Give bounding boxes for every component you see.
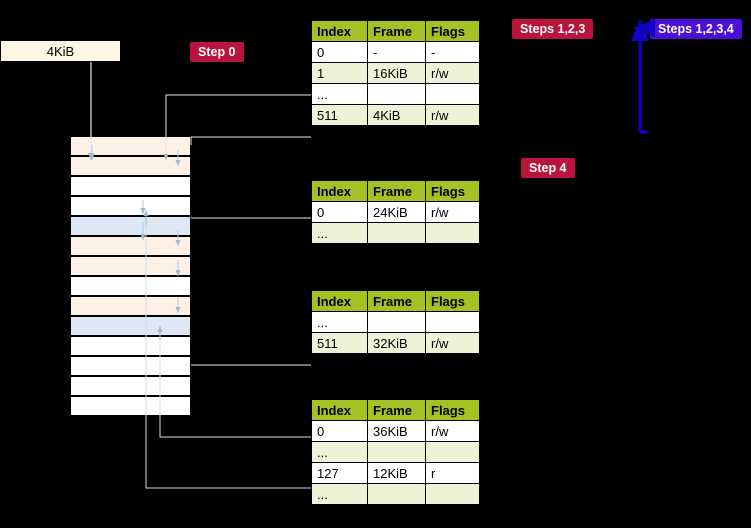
table-cell: 1 xyxy=(311,62,368,84)
memory-row xyxy=(70,136,191,156)
memory-row xyxy=(70,156,191,176)
table-cell: ... xyxy=(311,222,368,244)
memory-row xyxy=(70,296,191,316)
table-row: ... xyxy=(311,311,480,333)
column-header: Frame xyxy=(367,20,426,42)
label-steps-1234: Steps 1,2,3,4 xyxy=(650,19,742,39)
table-cell: 0 xyxy=(311,201,368,223)
table-cell: r/w xyxy=(425,104,480,126)
table-cell xyxy=(425,483,480,505)
table-cell: 4KiB xyxy=(367,104,426,126)
table-cell: 127 xyxy=(311,462,368,484)
column-header: Frame xyxy=(367,180,426,202)
table-cell: 0 xyxy=(311,420,368,442)
memory-row xyxy=(70,356,191,376)
column-header: Frame xyxy=(367,399,426,421)
label-step-4: Step 4 xyxy=(521,158,575,178)
memory-row xyxy=(70,336,191,356)
table-cell: ... xyxy=(311,83,368,105)
table-cell: ... xyxy=(311,441,368,463)
table-cell xyxy=(367,222,426,244)
table-cell: 511 xyxy=(311,332,368,354)
table-row: ... xyxy=(311,441,480,463)
memory-row xyxy=(70,376,191,396)
table-cell: r xyxy=(425,462,480,484)
table-cell xyxy=(425,83,480,105)
table-cell: r/w xyxy=(425,420,480,442)
table-row: 0-- xyxy=(311,41,480,63)
table-cell: r/w xyxy=(425,62,480,84)
table-cell: 32KiB xyxy=(367,332,426,354)
memory-top-block: 4KiB xyxy=(0,40,121,62)
memory-column xyxy=(70,136,191,416)
table-cell: 16KiB xyxy=(367,62,426,84)
memory-row xyxy=(70,236,191,256)
table-cell: 0 xyxy=(311,41,368,63)
table-cell: 511 xyxy=(311,104,368,126)
memory-row xyxy=(70,196,191,216)
table-cell: - xyxy=(367,41,426,63)
table-cell xyxy=(367,441,426,463)
table-row: ... xyxy=(311,483,480,505)
column-header: Flags xyxy=(425,20,480,42)
table-cell: r/w xyxy=(425,332,480,354)
memory-row xyxy=(70,256,191,276)
table-cell: ... xyxy=(311,483,368,505)
table-cell xyxy=(425,311,480,333)
table-cell xyxy=(367,83,426,105)
table-cell: 24KiB xyxy=(367,201,426,223)
table-cell xyxy=(425,441,480,463)
column-header: Flags xyxy=(425,399,480,421)
memory-row xyxy=(70,216,191,236)
column-header: Index xyxy=(311,20,368,42)
memory-row xyxy=(70,396,191,416)
column-header: Index xyxy=(311,180,368,202)
column-header: Index xyxy=(311,399,368,421)
table-cell: - xyxy=(425,41,480,63)
column-header: Frame xyxy=(367,290,426,312)
column-header: Index xyxy=(311,290,368,312)
memory-row xyxy=(70,276,191,296)
table-cell: ... xyxy=(311,311,368,333)
table-row: ... xyxy=(311,83,480,105)
memory-row xyxy=(70,316,191,336)
label-steps-123: Steps 1,2,3 xyxy=(512,19,594,39)
table-row: ... xyxy=(311,222,480,244)
table-cell xyxy=(425,222,480,244)
memory-row xyxy=(70,176,191,196)
table-cell xyxy=(367,311,426,333)
table-cell xyxy=(367,483,426,505)
column-header: Flags xyxy=(425,180,480,202)
table-cell: 12KiB xyxy=(367,462,426,484)
table-cell: r/w xyxy=(425,201,480,223)
label-step-0: Step 0 xyxy=(190,42,244,62)
table-cell: 36KiB xyxy=(367,420,426,442)
column-header: Flags xyxy=(425,290,480,312)
